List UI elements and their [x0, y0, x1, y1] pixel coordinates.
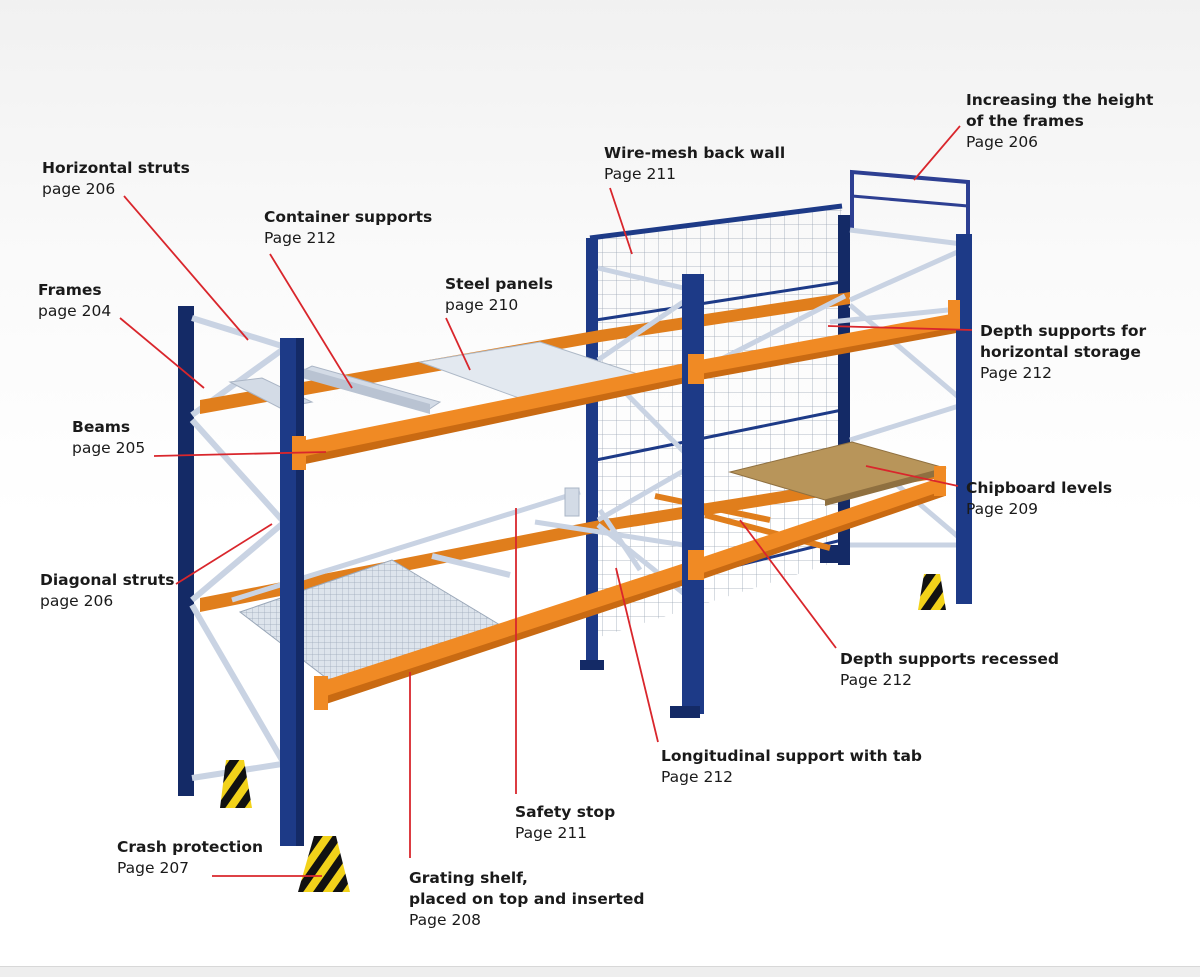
callout-page: Page 212 — [980, 364, 1053, 382]
callout-safety-stop: Safety stop Page 211 — [515, 802, 615, 844]
callout-title: Beams — [72, 418, 131, 436]
callout-page: page 205 — [72, 439, 146, 457]
callout-diagonal-struts: Diagonal struts page 206 — [40, 570, 175, 612]
callout-title: Frames — [38, 281, 102, 299]
callout-title: Safety stop — [515, 803, 616, 821]
leader-lines — [119, 125, 973, 877]
callout-title: Depth supports for — [980, 322, 1147, 340]
callout-title: Container supports — [264, 208, 433, 226]
leader-beams — [153, 451, 327, 457]
callout-page: page 206 — [40, 592, 114, 610]
callout-title: Crash protection — [117, 838, 264, 856]
callout-title: Steel panels — [445, 275, 553, 293]
callout-page: page 210 — [445, 296, 519, 314]
callout-page: Page 207 — [117, 859, 190, 877]
callout-chipboard: Chipboard levels Page 209 — [966, 478, 1112, 520]
callout-title: Chipboard levels — [966, 479, 1113, 497]
crash-protection-shape — [220, 574, 946, 892]
grating-shelf — [238, 553, 511, 691]
callout-longitudinal-support: Longitudinal support with tab Page 212 — [661, 746, 922, 788]
upper-beam-front — [296, 312, 962, 466]
leader-diagonal-struts — [175, 523, 273, 585]
foot-plates — [580, 660, 700, 718]
leader-steel-panels — [445, 317, 471, 371]
callout-page: Page 212 — [661, 768, 734, 786]
callout-title: Diagonal struts — [40, 571, 175, 589]
leader-depth-recessed — [739, 519, 837, 649]
callout-depth-supports-horizontal: Depth supports for horizontal storage Pa… — [980, 321, 1146, 384]
callout-page: Page 206 — [966, 133, 1039, 151]
callout-title: Wire-mesh back wall — [604, 144, 786, 162]
frame-extension — [850, 169, 970, 240]
callout-container-supports: Container supports Page 212 — [264, 207, 432, 249]
leader-horizontal-struts — [123, 195, 249, 341]
callout-page: Page 211 — [515, 824, 588, 842]
callout-page: Page 208 — [409, 911, 482, 929]
callout-title: Horizontal struts — [42, 159, 190, 177]
callout-depth-supports-recessed: Depth supports recessed Page 212 — [840, 649, 1059, 691]
callout-page: Page 212 — [264, 229, 337, 247]
callout-title: Grating shelf, — [409, 869, 528, 887]
callout-title-line2: of the frames — [966, 112, 1084, 130]
leader-longitudinal — [615, 567, 659, 743]
container-supports-shape — [228, 365, 442, 414]
callout-page: page 204 — [38, 302, 112, 320]
callout-title: Depth supports recessed — [840, 650, 1060, 668]
callout-page: Page 209 — [966, 500, 1039, 518]
lower-beam-front — [320, 476, 945, 706]
leader-increasing-height — [913, 125, 961, 181]
leader-frames — [119, 317, 205, 389]
callout-horizontal-struts: Horizontal struts page 206 — [42, 158, 190, 200]
callout-page: Page 211 — [604, 165, 677, 183]
callout-steel-panels: Steel panels page 210 — [445, 274, 553, 316]
callout-title: Longitudinal support with tab — [661, 747, 923, 765]
leader-chipboard — [865, 465, 959, 487]
callout-crash-protection: Crash protection Page 207 — [117, 837, 263, 879]
longitudinal-support-shape — [534, 508, 691, 572]
callout-page: page 206 — [42, 180, 116, 198]
leader-depth-horizontal — [827, 325, 973, 331]
callout-title: Increasing the height — [966, 91, 1154, 109]
left-back-upright — [178, 306, 194, 796]
leader-wire-mesh — [609, 187, 633, 255]
wire-mesh-back-wall — [589, 203, 843, 640]
callout-frames: Frames page 204 — [38, 280, 111, 322]
callout-increasing-height: Increasing the height of the frames Page… — [966, 90, 1153, 153]
bottom-rule — [0, 966, 1200, 977]
callout-title-line2: placed on top and inserted — [409, 890, 645, 908]
callout-page: Page 212 — [840, 671, 913, 689]
leader-container-supports — [269, 253, 353, 389]
callout-beams: Beams page 205 — [72, 417, 145, 459]
callout-grating-shelf: Grating shelf, placed on top and inserte… — [409, 868, 644, 931]
callout-wire-mesh: Wire-mesh back wall Page 211 — [604, 143, 785, 185]
callout-title-line2: horizontal storage — [980, 343, 1141, 361]
